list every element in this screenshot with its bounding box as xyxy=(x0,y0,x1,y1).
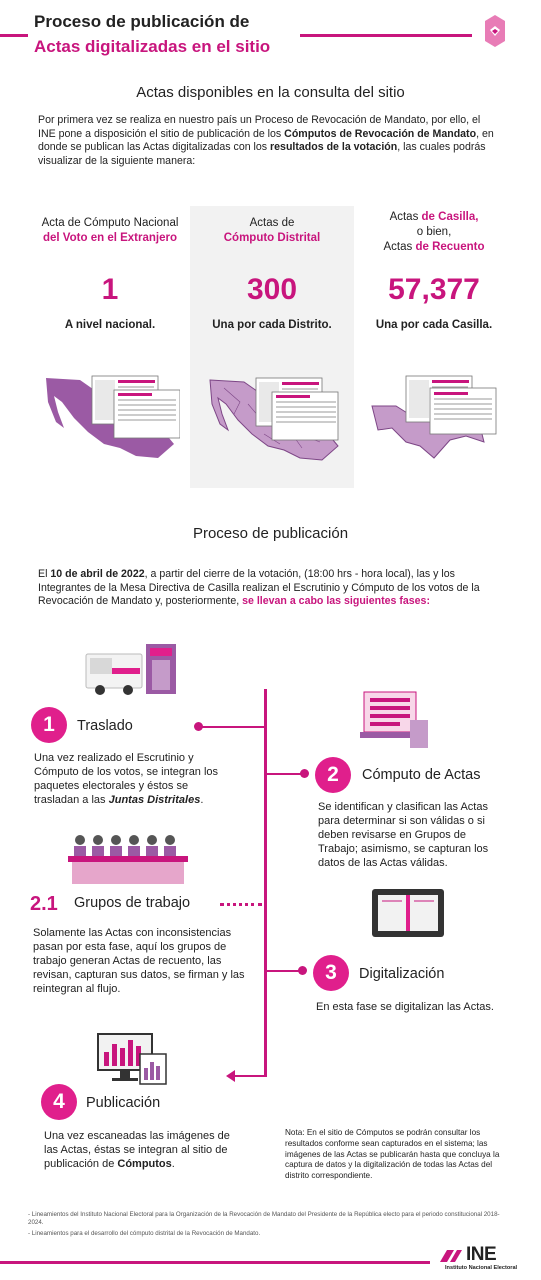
dotted-connector xyxy=(220,903,262,906)
section-heading-proceso: Proceso de publicación xyxy=(192,525,349,542)
timeline-dot xyxy=(298,966,307,975)
column-heading-plain: Actas de xyxy=(249,217,295,229)
step-title-computo: Cómputo de Actas xyxy=(362,767,481,783)
mexico-map-icon xyxy=(46,375,180,458)
column-heading-pink: de Casilla, xyxy=(421,211,479,223)
step-text-grupos: Solamente las Actas con inconsistencias … xyxy=(33,927,245,995)
timeline-connector xyxy=(264,773,304,775)
monitor-charts-icon xyxy=(97,1033,167,1085)
scanner-icon xyxy=(372,889,444,937)
publication-note: Nota: En el sitio de Cómputos se podrán … xyxy=(285,1128,500,1181)
intro-pink: se llevan a cabo las siguientes fases: xyxy=(242,595,430,608)
timeline-dot xyxy=(300,769,309,778)
column-heading-pink: del Voto en el Extranjero xyxy=(43,232,177,244)
step-number-2: 2 xyxy=(315,757,351,793)
column-number: 57,377 xyxy=(388,273,480,306)
column-subtitle: A nivel nacional. xyxy=(64,319,156,331)
column-casilla: Actas de Casilla, o bien, Actas de Recue… xyxy=(352,210,516,331)
workers-table-icon xyxy=(68,835,188,884)
timeline-connector xyxy=(264,970,302,972)
step-number-4: 4 xyxy=(41,1084,77,1120)
timeline-connector xyxy=(234,1075,267,1077)
page-title-line1: Proceso de publicación de xyxy=(34,12,250,31)
step-title-grupos: Grupos de trabajo xyxy=(74,895,191,911)
step-text-bold: Cómputos xyxy=(117,1158,172,1170)
header-rule-right xyxy=(300,34,472,37)
column-number: 1 xyxy=(101,273,119,306)
column-distrital: Actas de Cómputo Distrital 300 Una por c… xyxy=(190,216,354,331)
intro-text: , en donde se publican las Actas digital… xyxy=(38,127,494,154)
footnote: - Lineamientos del Instituto Nacional El… xyxy=(28,1211,500,1226)
timeline-arrow-icon xyxy=(226,1070,235,1082)
section-heading-actas: Actas disponibles en la consulta del sit… xyxy=(136,84,405,101)
step-text-bold: Juntas Distritales xyxy=(108,794,201,806)
footnote: - Lineamientos para el desarrollo del có… xyxy=(28,1230,261,1237)
page-title-line2: Actas digitalizadas en el sitio xyxy=(34,37,271,56)
timeline-line xyxy=(264,689,267,1077)
column-heading: Acta de Cómputo Nacional del Voto en el … xyxy=(28,216,192,246)
district-map-icon xyxy=(209,377,339,461)
column-heading: Actas de Casilla, o bien, Actas de Recue… xyxy=(352,210,516,255)
footer-rule xyxy=(0,1261,430,1264)
step-text-digitalizacion: En esta fase se digitalizan las Actas. xyxy=(316,1001,494,1013)
column-heading: Actas de Cómputo Distrital xyxy=(190,216,354,246)
column-heading-plain: o bien, xyxy=(416,226,452,238)
column-heading-plain: Acta de Cómputo Nacional xyxy=(41,217,179,229)
intro-text: El xyxy=(38,568,51,580)
intro-text: , a partir del cierre de la votación, (1… xyxy=(38,568,480,608)
intro-text: Por primera vez se realiza en nuestro pa… xyxy=(38,114,481,140)
ine-logo-text: INE xyxy=(466,1244,497,1265)
step-text-publicacion: Una vez escaneadas las imágenes de las A… xyxy=(44,1129,244,1171)
intro-bold: Cómputos de Revocación de Mandato xyxy=(284,127,477,140)
column-subtitle: Una por cada Distrito. xyxy=(212,319,332,331)
column-heading-pink: de Recuento xyxy=(415,241,485,253)
ballot-box-icon xyxy=(360,691,428,748)
column-heading-pink: Cómputo Distrital xyxy=(223,232,321,244)
column-number: 300 xyxy=(246,273,298,306)
section2-intro: El 10 de abril de 2022, a partir del cie… xyxy=(38,568,500,609)
intro-bold: 10 de abril de 2022 xyxy=(50,568,145,580)
truck-icon xyxy=(85,644,176,695)
hexagon-logo-icon xyxy=(485,15,505,47)
step-number-2-1: 2.1 xyxy=(30,893,58,915)
step-title-digitalizacion: Digitalización xyxy=(359,966,445,982)
timeline-connector xyxy=(198,726,266,728)
step-number-3: 3 xyxy=(313,955,349,991)
timeline-dot xyxy=(194,722,203,731)
column-extranjero: Acta de Cómputo Nacional del Voto en el … xyxy=(28,216,192,331)
column-subtitle: Una por cada Casilla. xyxy=(375,319,493,331)
intro-bold: resultados de la votación xyxy=(270,141,398,154)
step-title-publicacion: Publicación xyxy=(86,1095,161,1111)
step-text-plain: Una vez escaneadas las imágenes de las A… xyxy=(44,1130,230,1170)
step-text-computo: Se identifican y clasifican las Actas pa… xyxy=(318,801,489,869)
step-text-plain: . xyxy=(171,1158,175,1170)
state-map-icon xyxy=(371,375,497,459)
ine-logo-subtitle: Instituto Nacional Electoral xyxy=(445,1265,518,1271)
step-number-1: 1 xyxy=(31,707,67,743)
section1-intro: Por primera vez se realiza en nuestro pa… xyxy=(38,114,500,168)
step-title-traslado: Traslado xyxy=(77,718,133,734)
column-heading-plain: Actas xyxy=(383,241,416,253)
step-text-traslado: Una vez realizado el Escrutinio y Cómput… xyxy=(34,751,228,807)
ine-logo-icon xyxy=(440,1250,462,1262)
header-rule-left xyxy=(0,34,28,37)
intro-text: , las cuales podrás visualizar de la sig… xyxy=(38,141,486,167)
column-heading-plain: Actas xyxy=(389,211,422,223)
step-text-plain: Una vez realizado el Escrutinio y Cómput… xyxy=(34,752,219,806)
step-text-plain: . xyxy=(200,794,204,806)
